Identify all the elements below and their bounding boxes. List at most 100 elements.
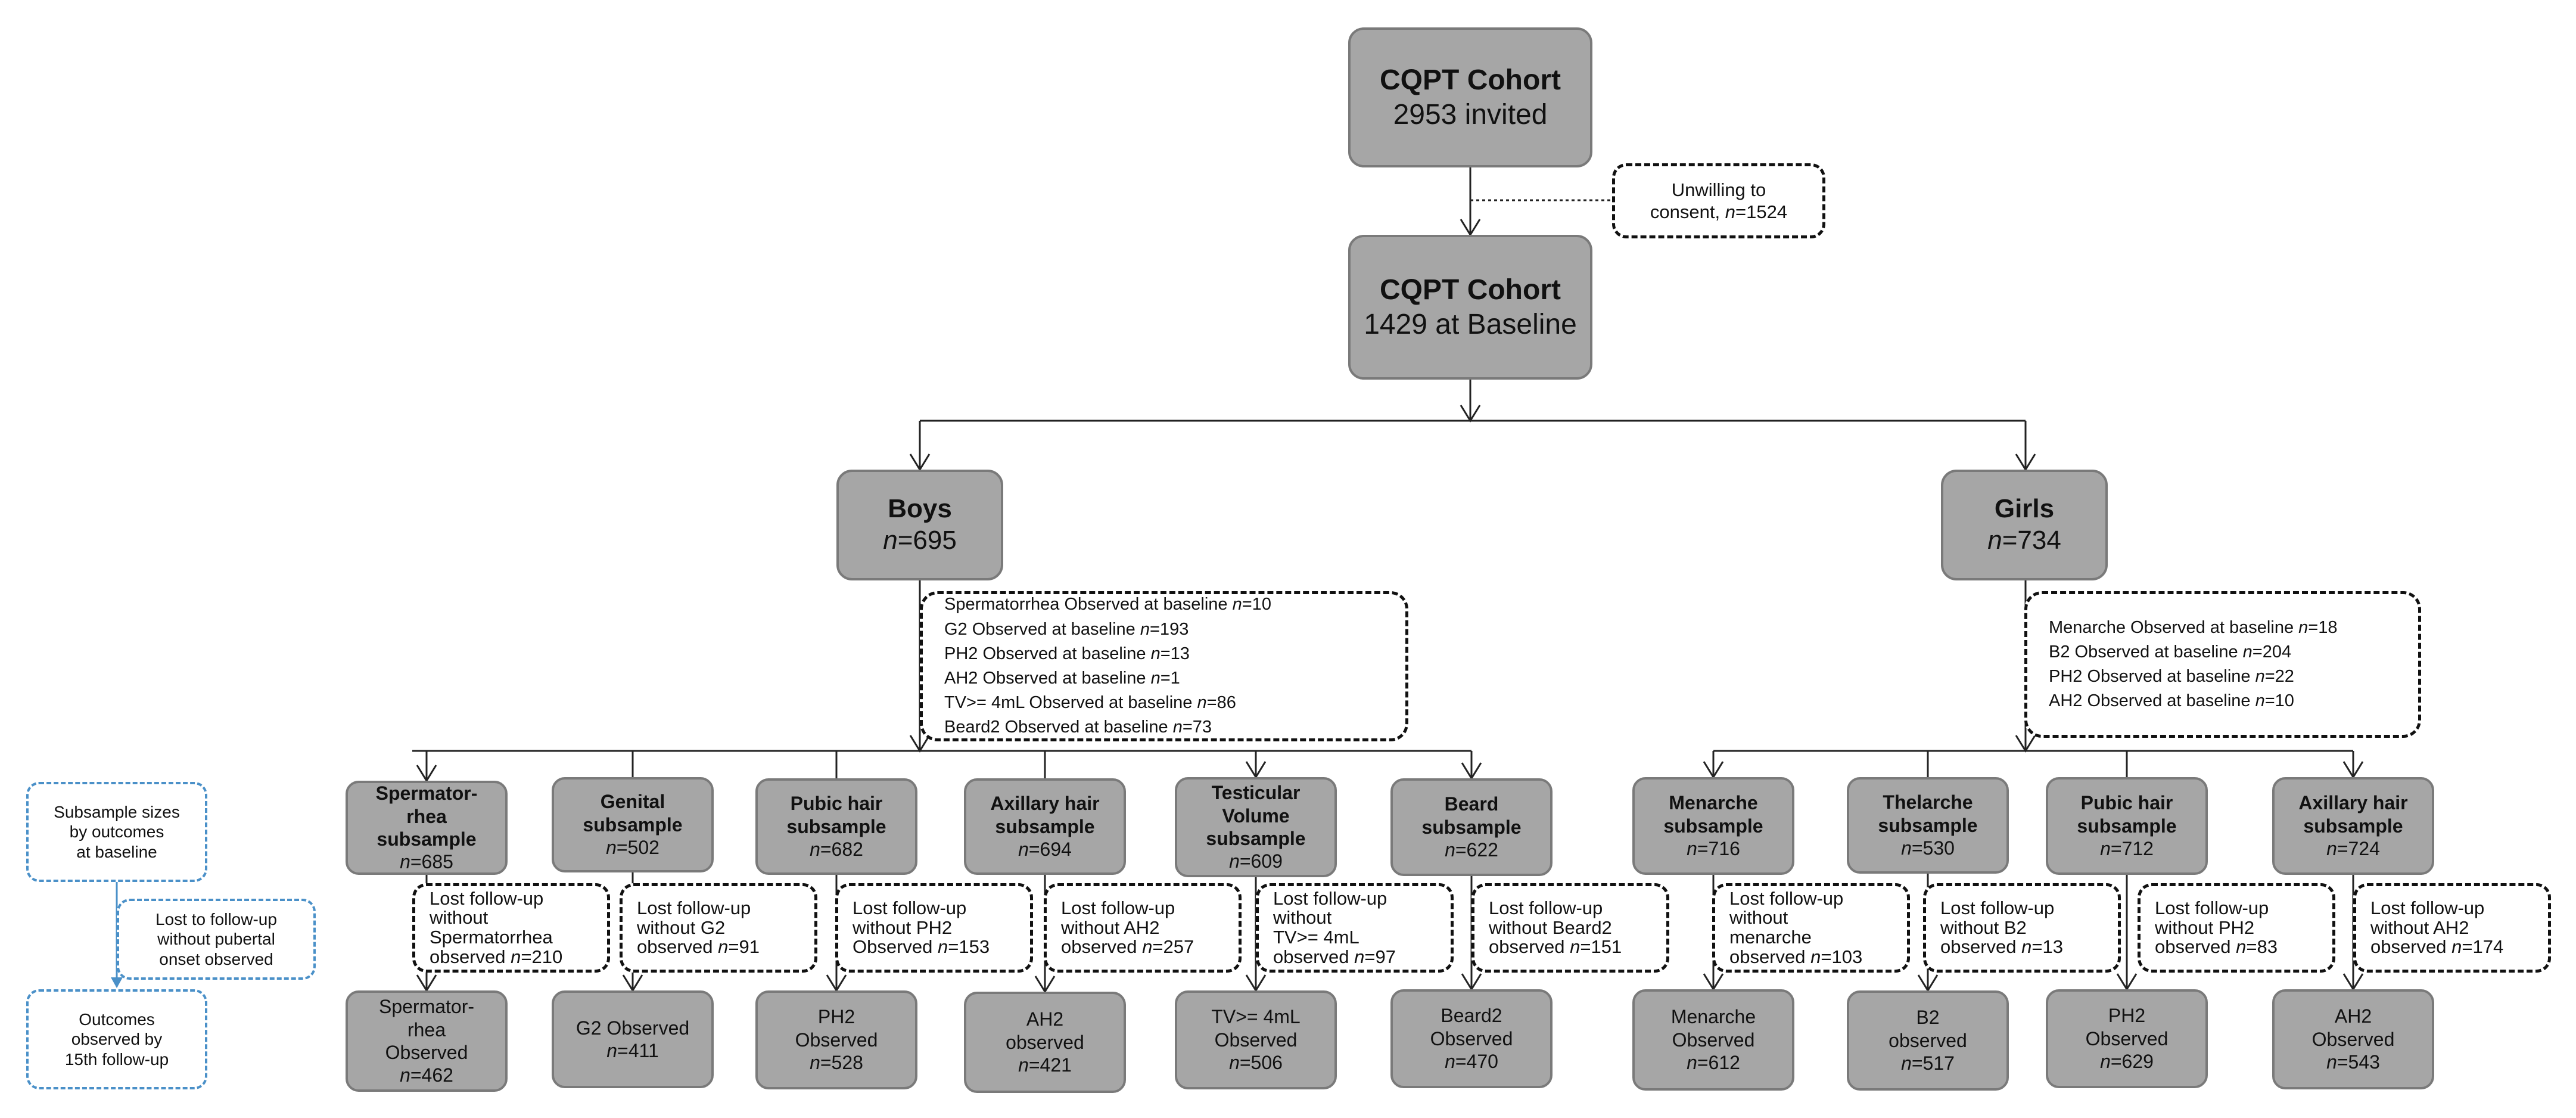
lost-followup-text: Lost follow-up without Spermatorrhea obs… — [430, 887, 553, 967]
observed-label: TV>= 4mL Observed — [1211, 1006, 1301, 1051]
observed-n-value: =629 — [2110, 1051, 2154, 1073]
observed-label: Spermator- rhea Observed — [378, 996, 475, 1063]
observed-n-value: =506 — [1239, 1052, 1283, 1074]
observed-n-label: n — [1018, 1054, 1029, 1076]
lost-followup-box: Lost follow-up without B2 observed n=13 — [1923, 883, 2121, 973]
subsample-n-label: n — [1229, 850, 1240, 872]
subsample-n-label: n — [1018, 838, 1029, 861]
lost-followup-text: Lost follow-up without menarche observed — [1729, 887, 1844, 967]
lost-followup-box: Lost follow-up without PH2 Observed n=15… — [835, 883, 1033, 973]
cohort-invited-count: 2953 invited — [1393, 98, 1548, 131]
lost-n-value: =153 — [948, 936, 990, 958]
observed-n-value: =517 — [1911, 1052, 1955, 1074]
observed-n-value: =470 — [1455, 1051, 1498, 1073]
lost-n-label: n — [1810, 946, 1821, 967]
lost-followup-text: Lost follow-up without G2 observed — [637, 897, 751, 958]
girls-baseline-line: AH2 Observed at baseline n=10 — [2049, 691, 2294, 711]
boys-baseline-line: Beard2 Observed at baseline n=73 — [944, 718, 1212, 737]
girls-box: Girls n=734 — [1941, 470, 2108, 580]
lost-followup-box: Lost follow-up without Spermatorrhea obs… — [412, 883, 610, 973]
subsample-title: Spermator- rhea subsample — [375, 782, 478, 850]
observed-n-value: =528 — [820, 1052, 863, 1074]
boys-baseline-line: Spermatorrhea Observed at baseline n=10 — [944, 595, 1271, 614]
lost-n-label: n — [1570, 936, 1581, 958]
boys-baseline-box: Spermatorrhea Observed at baseline n=10 … — [920, 591, 1408, 741]
legend-lost-box: Lost to follow-up without pubertal onset… — [117, 899, 316, 980]
legend-subsample-box: Subsample sizes by outcomes at baseline — [26, 782, 207, 882]
lost-followup-text: Lost follow-up without TV>= 4mL observed — [1273, 887, 1387, 967]
boys-n-label: n — [883, 526, 898, 555]
subsample-n-label: n — [1687, 838, 1697, 860]
lost-followup-box: Lost follow-up without menarche observed… — [1712, 883, 1910, 973]
observed-n-label: n — [2326, 1051, 2337, 1073]
cohort-baseline-box: CQPT Cohort 1429 at Baseline — [1348, 235, 1592, 380]
subsample-n-value: =712 — [2110, 838, 2154, 860]
subsample-n-label: n — [400, 851, 410, 873]
subsample-title: Menarche subsample — [1663, 792, 1763, 837]
lost-n-value: =174 — [2462, 936, 2504, 958]
observed-n-label: n — [1445, 1051, 1455, 1073]
lost-n-value: =257 — [1152, 936, 1194, 958]
lost-followup-box: Lost follow-up without G2 observed n=91 — [620, 883, 817, 973]
observed-n-value: =543 — [2337, 1051, 2380, 1073]
legend-lost-text: Lost to follow-up without pubertal onset… — [155, 909, 277, 968]
lost-n-value: =151 — [1580, 936, 1622, 958]
subsample-n-label: n — [2100, 838, 2111, 860]
observed-label: PH2 Observed — [795, 1006, 878, 1051]
lost-followup-box: Lost follow-up without AH2 observed n=25… — [1044, 883, 1242, 973]
observed-n-label: n — [1687, 1052, 1697, 1074]
lost-n-label: n — [2451, 936, 2462, 958]
unwilling-text: Unwilling to consent, — [1650, 179, 1766, 222]
lost-followup-box: Lost follow-up without AH2 observed n=17… — [2353, 883, 2551, 973]
girls-n-label: n — [1987, 526, 2002, 555]
boys-baseline-line: AH2 Observed at baseline n=1 — [944, 669, 1180, 688]
unwilling-consent-box: Unwilling to consent, n=1524 — [1612, 163, 1825, 238]
girls-baseline-line: PH2 Observed at baseline n=22 — [2049, 667, 2294, 686]
observed-label: AH2 observed — [1006, 1008, 1084, 1053]
unwilling-n-value: =1524 — [1735, 201, 1788, 222]
lost-n-value: =91 — [728, 936, 760, 958]
observed-n-value: =462 — [410, 1064, 453, 1086]
cohort-baseline-title: CQPT Cohort — [1380, 274, 1561, 306]
subsample-title: Thelarche subsample — [1878, 791, 1978, 836]
subsample-title: Genital subsample — [583, 791, 683, 836]
observed-n-value: =612 — [1697, 1052, 1740, 1074]
subsample-n-value: =682 — [820, 838, 863, 861]
girls-baseline-line: B2 Observed at baseline n=204 — [2049, 642, 2292, 662]
lost-n-value: =97 — [1364, 946, 1396, 967]
legend-arrow-head — [111, 977, 123, 988]
lost-n-label: n — [938, 936, 948, 958]
lost-n-label: n — [2021, 936, 2032, 958]
cohort-invited-box: CQPT Cohort 2953 invited — [1348, 27, 1592, 167]
legend-subsample-text: Subsample sizes by outcomes at baseline — [54, 802, 180, 861]
girls-baseline-box: Menarche Observed at baseline n=18 B2 Ob… — [2024, 591, 2421, 738]
boys-n-value: =695 — [897, 526, 957, 555]
lost-n-value: =210 — [521, 946, 563, 967]
observed-n-value: =411 — [617, 1040, 659, 1061]
cohort-baseline-count: 1429 at Baseline — [1364, 308, 1577, 340]
lost-followup-box: Lost follow-up without Beard2 observed n… — [1471, 883, 1669, 973]
unwilling-n-label: n — [1725, 201, 1735, 222]
boys-baseline-line: PH2 Observed at baseline n=13 — [944, 644, 1190, 663]
subsample-n-label: n — [810, 838, 820, 861]
girls-title: Girls — [1994, 494, 2055, 524]
subsample-title: Pubic hair subsample — [2077, 792, 2177, 837]
subsample-n-value: =609 — [1239, 850, 1283, 872]
subsample-title: Axillary hair subsample — [990, 793, 1100, 837]
lost-followup-box: Lost follow-up without TV>= 4mL observed… — [1256, 883, 1454, 973]
subsample-title: Beard subsample — [1421, 793, 1522, 838]
lost-followup-text: Lost follow-up without B2 observed — [1940, 897, 2055, 958]
observed-n-label: n — [810, 1052, 820, 1074]
